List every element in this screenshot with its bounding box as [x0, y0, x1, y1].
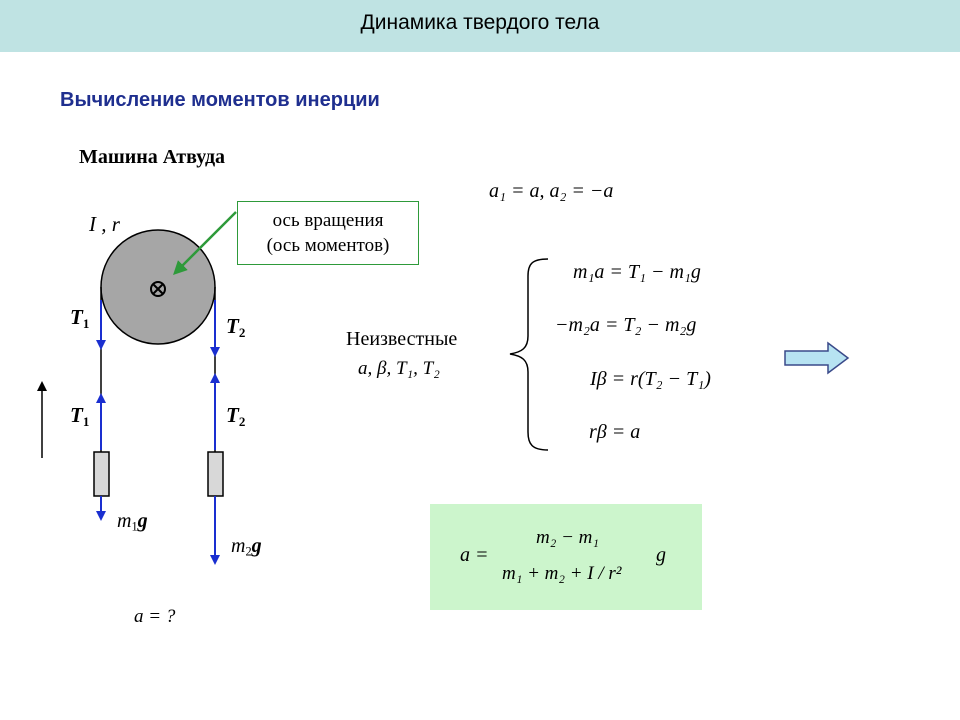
equation-4: rβ = a [589, 421, 641, 443]
axis-symbol-icon [150, 281, 166, 297]
kinematics-relation: a₁ = a, a₂ = −a [489, 180, 614, 202]
label-T1-bottom: T1 [70, 403, 90, 429]
result-box [430, 504, 702, 610]
label-T2-top: T2 [226, 314, 246, 340]
label-T2-bottom: T2 [226, 403, 246, 429]
system-brace [509, 258, 549, 451]
result-factor: g [656, 544, 666, 566]
pulley-label: I , r [89, 212, 120, 236]
callout-line1: ось вращения [272, 210, 384, 231]
slide-header: Динамика твердого тела [0, 0, 960, 52]
callout-line2: (ось моментов) [266, 235, 390, 256]
axis-pointer-arrow [173, 211, 237, 275]
label-m2g: m2g [231, 535, 262, 559]
result-denominator: m₁ + m₂ + I / r² [502, 563, 622, 584]
label-m1g: m1g [117, 510, 148, 534]
section-subtitle: Вычисление моментов инерции [60, 89, 380, 111]
slide-title: Динамика твердого тела [360, 11, 600, 34]
mass-block-1 [93, 451, 110, 497]
equation-1: m₁a = T₁ − m₁g [573, 261, 701, 283]
mass-block-2 [207, 451, 224, 497]
axis-callout: ось вращения (ось моментов) [237, 201, 419, 265]
result-numerator: m₂ − m₁ [536, 527, 599, 548]
unknowns-list: a, β, T₁, T₂ [358, 358, 440, 379]
equation-2: −m₂a = T₂ − m₂g [555, 314, 697, 336]
label-T1-top: T1 [70, 305, 90, 331]
question-a: a = ? [134, 606, 176, 627]
pulley-disk [100, 229, 216, 345]
implies-arrow-icon [784, 341, 850, 375]
unknowns-label: Неизвестные [346, 328, 458, 350]
equation-3: Iβ = r(T₂ − T₁) [590, 368, 711, 390]
result-lhs: a = [460, 544, 489, 566]
atwood-title: Машина Атвуда [79, 146, 226, 168]
